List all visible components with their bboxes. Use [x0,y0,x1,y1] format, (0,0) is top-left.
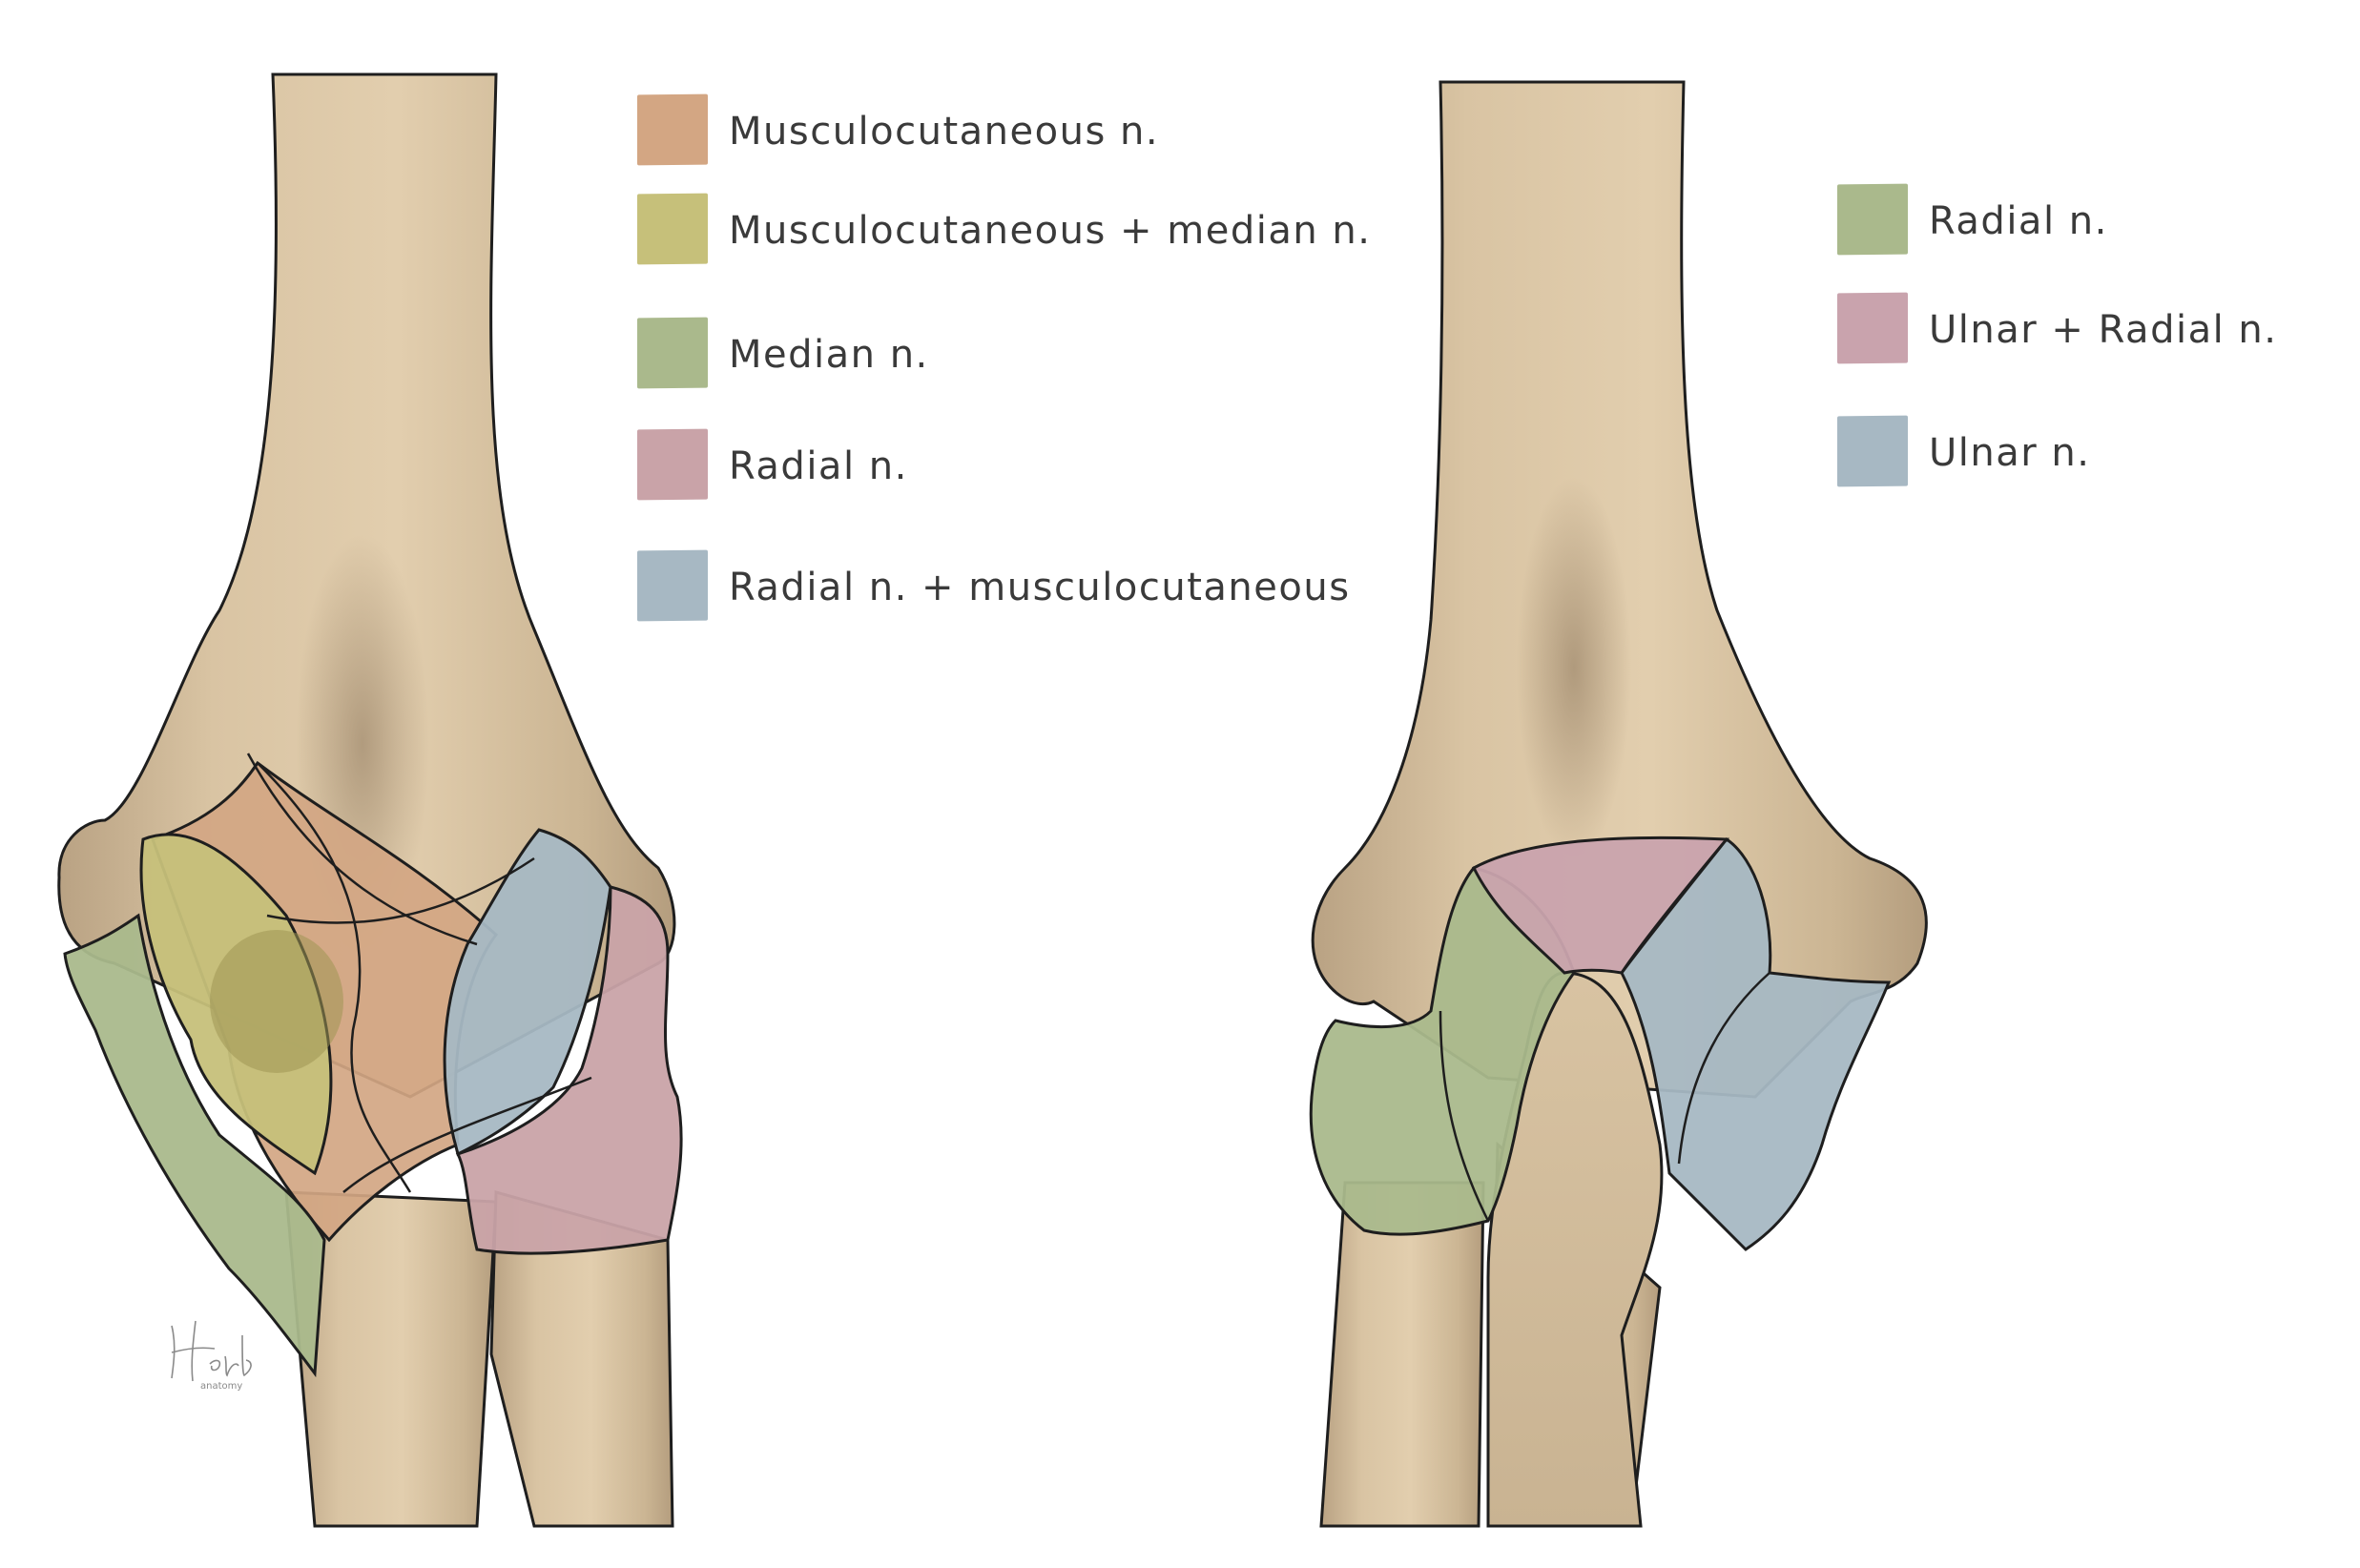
left-muscle-line-3 [246,753,478,946]
left-muscle-line-4 [342,1076,592,1193]
legend-item: Median n. [637,317,1496,394]
legend-swatch [637,428,708,501]
legend-label: Radial n. [1929,199,2108,243]
right-region-ulnar [1620,836,1892,1251]
legend-item: Ulnar + Radial n. [1837,292,2360,369]
legend-label: Ulnar + Radial n. [1929,308,2278,352]
legend-item: Radial n. [1837,183,2360,260]
legend-item: Radial n. + musculocutaneous [637,549,1496,627]
legend-swatch [637,549,708,622]
legend-swatch [1837,292,1908,364]
legend-swatch [637,317,708,389]
legend-swatch [637,193,708,265]
posterior-elbow [1309,80,1928,1528]
left-radius-bone [284,1190,498,1528]
left-region-median [63,913,326,1378]
legend-label: Radial n. + musculocutaneous [729,566,1351,609]
herb-anatomy-signature-logo: anatomy [171,1320,252,1392]
legend-swatch [637,93,708,166]
legend-item: Ulnar n. [1837,415,2360,492]
right-radial-division-line [1439,1010,1490,1222]
left-region-radial [455,885,683,1255]
right-ulnar-division-line [1677,972,1770,1165]
left-muscle-line-1 [257,762,412,1193]
left-yellow-shadow [210,930,343,1073]
right-humerus-shadow [1517,477,1631,858]
legend-item: Musculocutaneous + median n. [637,193,1496,270]
legend-swatch [1837,183,1908,256]
legend-label: Radial n. [729,444,908,488]
legend-item: Musculocutaneous n. [637,93,1496,171]
legend-item: Radial n. [637,428,1496,505]
legend-label: Median n. [729,333,929,377]
anterior-elbow [57,72,683,1528]
legend-swatch [1837,415,1908,487]
svg-text:anatomy: anatomy [200,1381,242,1392]
legend-label: Ulnar n. [1929,431,2091,475]
legend-label: Musculocutaneous + median n. [729,209,1372,253]
legend-label: Musculocutaneous n. [729,110,1160,154]
